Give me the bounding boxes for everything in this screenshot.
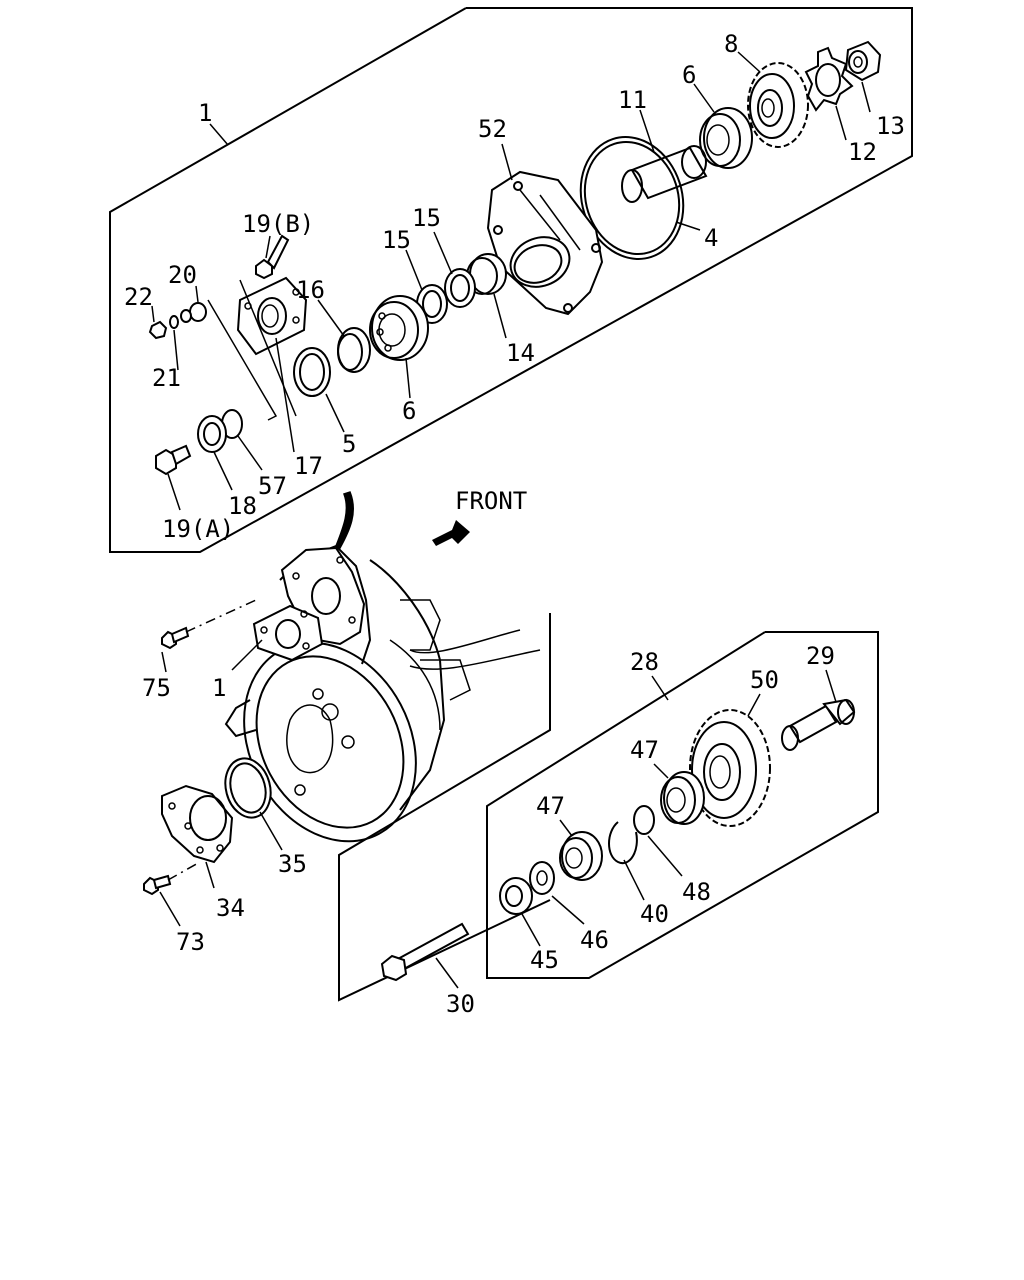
washer-46 <box>529 861 555 895</box>
callout-47-lower: 47 <box>536 792 565 820</box>
ring-48 <box>633 805 655 835</box>
bearing-47-lower <box>559 831 603 881</box>
bolt-19b <box>255 234 290 280</box>
callout-52: 52 <box>478 115 507 143</box>
flywheel-housing <box>224 544 541 843</box>
upper-group-box <box>109 7 913 553</box>
bolt-75-centerline <box>185 599 257 633</box>
bolt-30 <box>380 922 470 982</box>
assembly-arrow <box>335 491 354 549</box>
callout-29: 29 <box>806 642 835 670</box>
nut-13 <box>844 40 882 82</box>
sleeve-20 <box>189 302 207 322</box>
callout-1-lower: 1 <box>212 674 226 702</box>
callout-75: 75 <box>142 674 171 702</box>
callout-20: 20 <box>168 261 197 289</box>
lower-group-box <box>486 631 879 979</box>
gear-8 <box>747 62 809 148</box>
ring-5 <box>293 347 331 397</box>
callout-57: 57 <box>258 472 287 500</box>
callout-12: 12 <box>848 138 877 166</box>
callout-47-upper: 47 <box>630 736 659 764</box>
shaft-29 <box>781 698 856 751</box>
housing-52 <box>486 170 604 316</box>
bolt-73-centerline <box>167 861 201 881</box>
callout-5: 5 <box>342 430 356 458</box>
callout-22: 22 <box>124 283 153 311</box>
callout-73: 73 <box>176 928 205 956</box>
callout-34: 34 <box>216 894 245 922</box>
callout-4: 4 <box>704 224 718 252</box>
callout-8: 8 <box>724 30 738 58</box>
washer-18 <box>197 415 227 453</box>
bearing-6-middle <box>369 295 429 361</box>
nut-45 <box>499 877 533 915</box>
upper-leader-lines <box>151 51 871 511</box>
callout-11: 11 <box>618 86 647 114</box>
seal-16 <box>337 327 371 373</box>
callout-35: 35 <box>278 850 307 878</box>
callout-50: 50 <box>750 666 779 694</box>
shim-15-b <box>444 268 476 308</box>
callout-18: 18 <box>228 492 257 520</box>
callout-40: 40 <box>640 900 669 928</box>
callout-1-upper: 1 <box>198 99 212 127</box>
gear-50 <box>689 709 771 827</box>
callout-28: 28 <box>630 648 659 676</box>
ring-21-a <box>180 309 192 323</box>
callout-48: 48 <box>682 878 711 906</box>
seal-35 <box>224 757 272 819</box>
shaft-11 <box>621 145 708 203</box>
flange-17 <box>236 276 308 356</box>
front-arrow-icon <box>432 520 470 546</box>
callout-15-b: 15 <box>412 204 441 232</box>
front-label: FRONT <box>455 487 527 515</box>
callout-16: 16 <box>296 276 325 304</box>
callout-6-middle: 6 <box>402 397 416 425</box>
callout-46: 46 <box>580 926 609 954</box>
bearing-6-upper <box>699 107 753 169</box>
bolt-75 <box>161 626 190 650</box>
bolt-19a <box>155 444 192 476</box>
callout-13: 13 <box>876 112 905 140</box>
callout-19a: 19(A) <box>162 515 234 543</box>
bearing-47-upper <box>660 771 705 825</box>
bolt-73 <box>143 874 172 896</box>
lock-washer-12 <box>804 46 854 112</box>
cover-34 <box>161 784 234 864</box>
nut-22 <box>148 320 168 340</box>
flange-1-lower <box>252 604 324 662</box>
callout-15-a: 15 <box>382 226 411 254</box>
lower-leader-lines <box>159 639 837 989</box>
callout-14: 14 <box>506 339 535 367</box>
ring-21-b <box>169 315 179 329</box>
callout-21: 21 <box>152 364 181 392</box>
callout-19b: 19(B) <box>242 210 314 238</box>
callout-30: 30 <box>446 990 475 1018</box>
callout-17: 17 <box>294 452 323 480</box>
snap-ring-40 <box>608 821 638 865</box>
callout-45: 45 <box>530 946 559 974</box>
callout-6-upper: 6 <box>682 61 696 89</box>
